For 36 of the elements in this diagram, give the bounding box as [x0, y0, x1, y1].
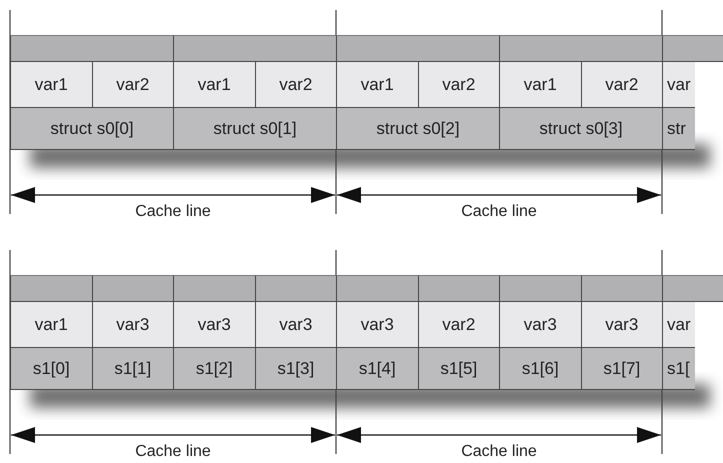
- struct-element: s1[3]: [254, 348, 336, 390]
- struct-element: str: [662, 108, 695, 150]
- struct-element: s1[2]: [173, 348, 254, 390]
- struct-element: s1[7]: [580, 348, 662, 390]
- variable-field: var1: [336, 62, 418, 108]
- variable-field: var2: [254, 62, 336, 108]
- variable-field: var2: [580, 62, 662, 108]
- struct-element: s1[4]: [336, 348, 418, 390]
- dimension-label: Cache line: [461, 203, 537, 221]
- struct-element: s1[1]: [92, 348, 173, 390]
- variable-field: var1: [10, 302, 92, 348]
- struct-element: s1[: [662, 348, 695, 390]
- variable-field: var3: [499, 302, 580, 348]
- variable-field: var3: [92, 302, 173, 348]
- struct-element: struct s0[3]: [499, 108, 662, 150]
- variable-field: var1: [10, 62, 92, 108]
- struct-element: s1[6]: [499, 348, 580, 390]
- variable-field: var3: [254, 302, 336, 348]
- dimension-label: Cache line: [461, 443, 537, 461]
- struct-element: struct s0[0]: [10, 108, 173, 150]
- variable-field: var1: [499, 62, 580, 108]
- variable-field: var3: [580, 302, 662, 348]
- dimension-label: Cache line: [135, 443, 211, 461]
- variable-field: var3: [173, 302, 254, 348]
- variable-field: var2: [418, 62, 499, 108]
- variable-field: var3: [336, 302, 418, 348]
- variable-field: var: [662, 62, 695, 108]
- struct-element: s1[0]: [10, 348, 92, 390]
- struct-element: struct s0[2]: [336, 108, 499, 150]
- dimension-label: Cache line: [135, 203, 211, 221]
- struct-element: struct s0[1]: [173, 108, 336, 150]
- variable-field: var: [662, 302, 695, 348]
- struct-element: s1[5]: [418, 348, 499, 390]
- variable-field: var1: [173, 62, 254, 108]
- variable-field: var2: [92, 62, 173, 108]
- variable-field: var2: [418, 302, 499, 348]
